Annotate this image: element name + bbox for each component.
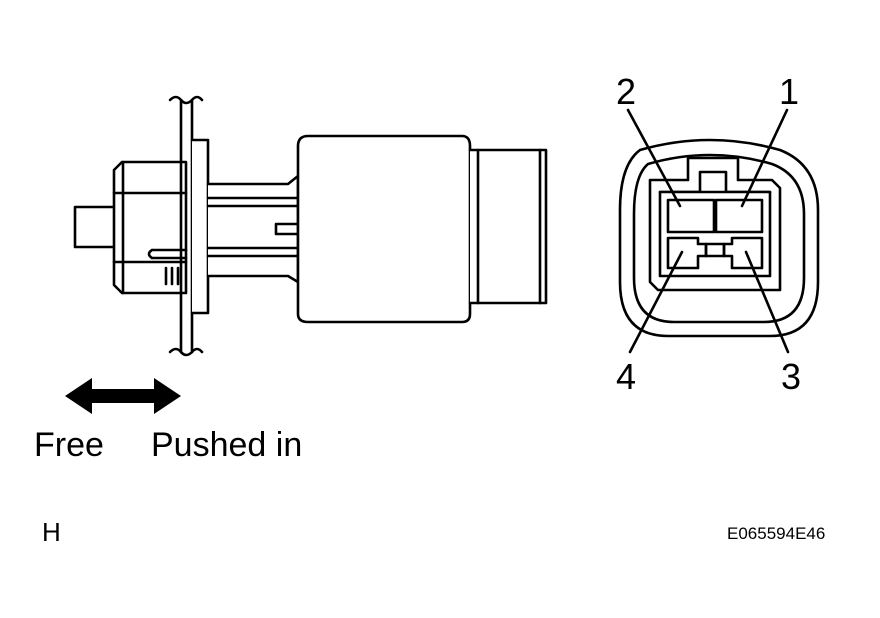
pin-2-label: 2 — [616, 71, 636, 112]
pin-4-label: 4 — [616, 356, 636, 397]
free-label: Free — [34, 426, 104, 464]
switch-housing — [296, 134, 472, 324]
travel-arrow-icon — [65, 378, 181, 414]
center-lock — [704, 242, 726, 258]
plunger-tip — [73, 205, 117, 249]
terminal-1-slot — [714, 198, 764, 234]
figure-code: E065594E46 — [727, 524, 825, 543]
panel-break-top — [168, 95, 204, 105]
terminal-4-slot — [666, 236, 708, 270]
front-collar — [112, 160, 188, 295]
pin-3-leader — [744, 250, 790, 354]
terminal-2-slot — [666, 198, 716, 234]
switch-side-view — [73, 95, 548, 357]
pin-4-leader — [628, 250, 684, 354]
pin-2-leader — [626, 108, 682, 208]
connector-inner-shell — [632, 153, 806, 324]
panel-break-bottom — [168, 347, 204, 357]
section-letter: H — [42, 517, 61, 547]
terminal-3-slot — [722, 236, 764, 270]
switch-connector-end — [468, 148, 548, 305]
switch-flange — [190, 138, 210, 315]
pin-3-label: 3 — [781, 356, 801, 397]
pin-1-label: 1 — [779, 71, 799, 112]
pin-1-leader — [740, 108, 789, 208]
connector-front-view — [618, 108, 820, 354]
shaft-key — [274, 222, 300, 236]
pushed-in-label: Pushed in — [151, 426, 302, 464]
